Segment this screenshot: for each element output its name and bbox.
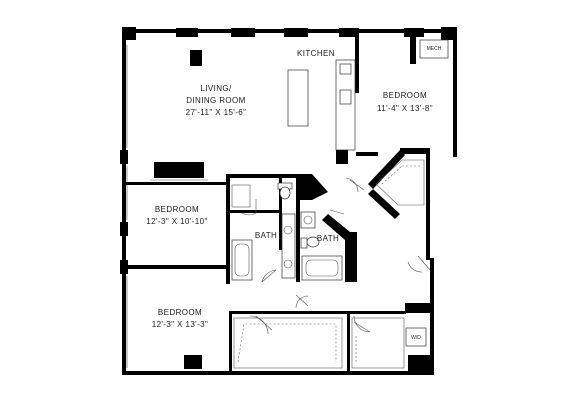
living-label-line2: DINING ROOM (186, 96, 246, 105)
bedroom-w-label: BEDROOM (155, 205, 199, 214)
doors (241, 177, 431, 335)
bedroom-sw-dims: 12'-3" X 13'-3" (152, 320, 209, 329)
bedroom-ne-label: BEDROOM (383, 91, 427, 100)
mech-label: MECH (427, 46, 442, 52)
living-label-line1: LIVING/ (200, 84, 232, 93)
mech-closet (410, 34, 449, 64)
bedroom-sw-features (184, 355, 202, 369)
bath-1-label: BATH (255, 231, 277, 240)
kitchen-label: KITCHEN (297, 49, 335, 58)
kitchen-fixtures (287, 59, 356, 164)
bath-2-label: BATH (317, 234, 339, 243)
bedroom-w-features (150, 162, 208, 181)
bedroom-ne-dims: 11'-4" X 13'-8" (377, 104, 433, 113)
wd-label: W/D (411, 335, 421, 341)
exterior-walls (120, 27, 457, 375)
living-dims: 27'-11" X 15'-6" (186, 108, 247, 117)
bedroom-w-dims: 12'-3" X 10'-10" (146, 217, 207, 226)
closets (233, 159, 427, 369)
living-features (190, 50, 202, 66)
bedroom-sw-label: BEDROOM (158, 308, 202, 317)
bath-fixtures (231, 182, 343, 281)
labels: KITCHEN LIVING/ DINING ROOM 27'-11" X 15… (146, 46, 441, 341)
